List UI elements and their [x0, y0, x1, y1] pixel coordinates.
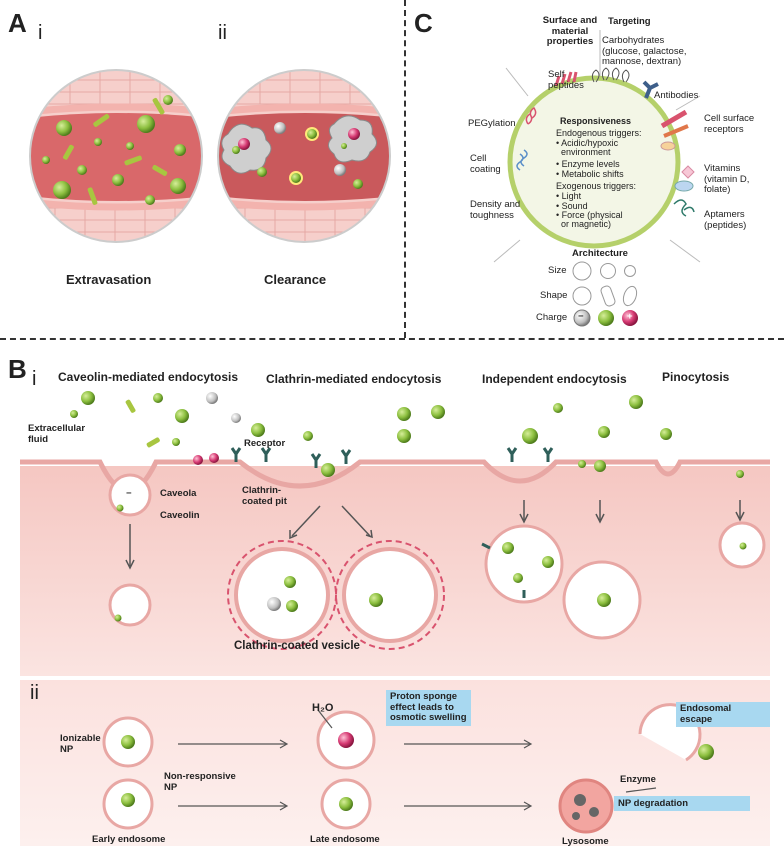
pegylation-label: PEGylation [468, 118, 516, 129]
caveola-label: Caveola [160, 488, 197, 499]
shape-label: Shape [540, 290, 568, 301]
macrophages [221, 115, 377, 174]
antibodies-label: Antibodies [654, 90, 699, 101]
non-responsive-np-label: Non-responsive NP [164, 771, 236, 793]
aptamers-label: Aptamers (peptides) [704, 209, 747, 231]
extracellular-label: Extracellular fluid [28, 423, 86, 445]
ionizable-np-label: Ionizable NP [60, 733, 101, 755]
architecture-label: Architecture [572, 248, 628, 259]
self-peptides-label: Self peptides [548, 69, 584, 91]
size-label: Size [548, 265, 567, 276]
h2o-label: H₂O [312, 702, 334, 714]
clathrin-vesicle-label: Clathrin-coated vesicle [234, 640, 360, 652]
vertical-divider [404, 0, 406, 338]
clearance-nanoparticles [257, 122, 363, 189]
clearance-label: Clearance [264, 272, 327, 287]
caveolin-title: Caveolin-mediated endocytosis [58, 370, 239, 384]
extravasation-nanoparticles [42, 95, 186, 205]
surface-ligands [516, 67, 695, 217]
carbohydrates-label: Carbohydrates (glucose, galactose, manno… [602, 35, 687, 68]
cell-coating-label: Cell coating [470, 153, 501, 175]
independent-title: Independent endocytosis [482, 372, 627, 386]
lysosome-label: Lysosome [562, 836, 609, 847]
panel-b-sub-ii: ii [30, 682, 39, 704]
panel-a-sub-i: i [38, 22, 43, 44]
vitamins-label: Vitamins (vitamin D, folate) [704, 163, 750, 196]
charge-label: Charge [536, 312, 568, 323]
surface-heading: Surface and material properties [542, 15, 598, 48]
late-endosome-label: Late endosome [310, 834, 380, 845]
exo-item-2: • Force (physical or magnetic) [556, 210, 623, 230]
caveola-minus-sign: − [126, 488, 132, 499]
vesicles [108, 473, 766, 650]
receptor-label: Receptor [244, 438, 286, 449]
arrows [125, 500, 745, 570]
endo-item-0: • Acidic/hypoxic environment [556, 138, 619, 158]
panel-a-letter: A [8, 8, 27, 38]
targeting-heading: Targeting [608, 16, 651, 27]
np-degradation-label: NP degradation [614, 796, 750, 811]
pinocytosis-title: Pinocytosis [662, 370, 730, 384]
clathrin-title: Clathrin-mediated endocytosis [266, 372, 442, 386]
extravasation-vessel-circle [30, 70, 202, 242]
caveolin-label: Caveolin [160, 510, 200, 521]
endosomes [102, 703, 714, 834]
panel-b-sub-i: i [32, 368, 37, 390]
clathrin-pit-label: Clathrin- coated pit [242, 485, 287, 507]
density-label: Density and toughness [470, 199, 521, 221]
endo-item-1: • Enzyme levels [556, 159, 620, 169]
architecture-shapes [572, 261, 638, 327]
endosomal-escape-label: Endosomal escape [676, 702, 770, 728]
responsiveness-title: Responsiveness [560, 116, 632, 126]
cell-surface-receptors-label: Cell surface receptors [704, 113, 755, 135]
process-arrows [178, 709, 657, 811]
charge-positive-sign: + [627, 311, 633, 322]
exogenous-label: Exogenous triggers: [556, 181, 637, 191]
horizontal-divider [0, 338, 784, 340]
charge-negative-sign: − [578, 311, 584, 322]
nanoparticle-design-sphere [493, 30, 701, 263]
proton-sponge-label: Proton sponge effect leads to osmotic sw… [386, 690, 471, 726]
receptors [230, 447, 554, 598]
endo-item-2: • Metabolic shifts [556, 169, 624, 179]
endogenous-label: Endogenous triggers: [556, 128, 642, 138]
exo-item-0: • Light [556, 191, 582, 201]
exo-item-1: • Sound [556, 201, 588, 211]
extravasation-label: Extravasation [66, 272, 152, 287]
enzyme-label: Enzyme [620, 774, 656, 785]
panel-a-sub-ii: ii [218, 22, 227, 44]
extracellular-nanoparticles [70, 391, 744, 478]
early-endosome-label: Early endosome [92, 834, 166, 845]
panel-b-letter: B [8, 354, 27, 384]
panel-c-letter: C [414, 8, 433, 38]
